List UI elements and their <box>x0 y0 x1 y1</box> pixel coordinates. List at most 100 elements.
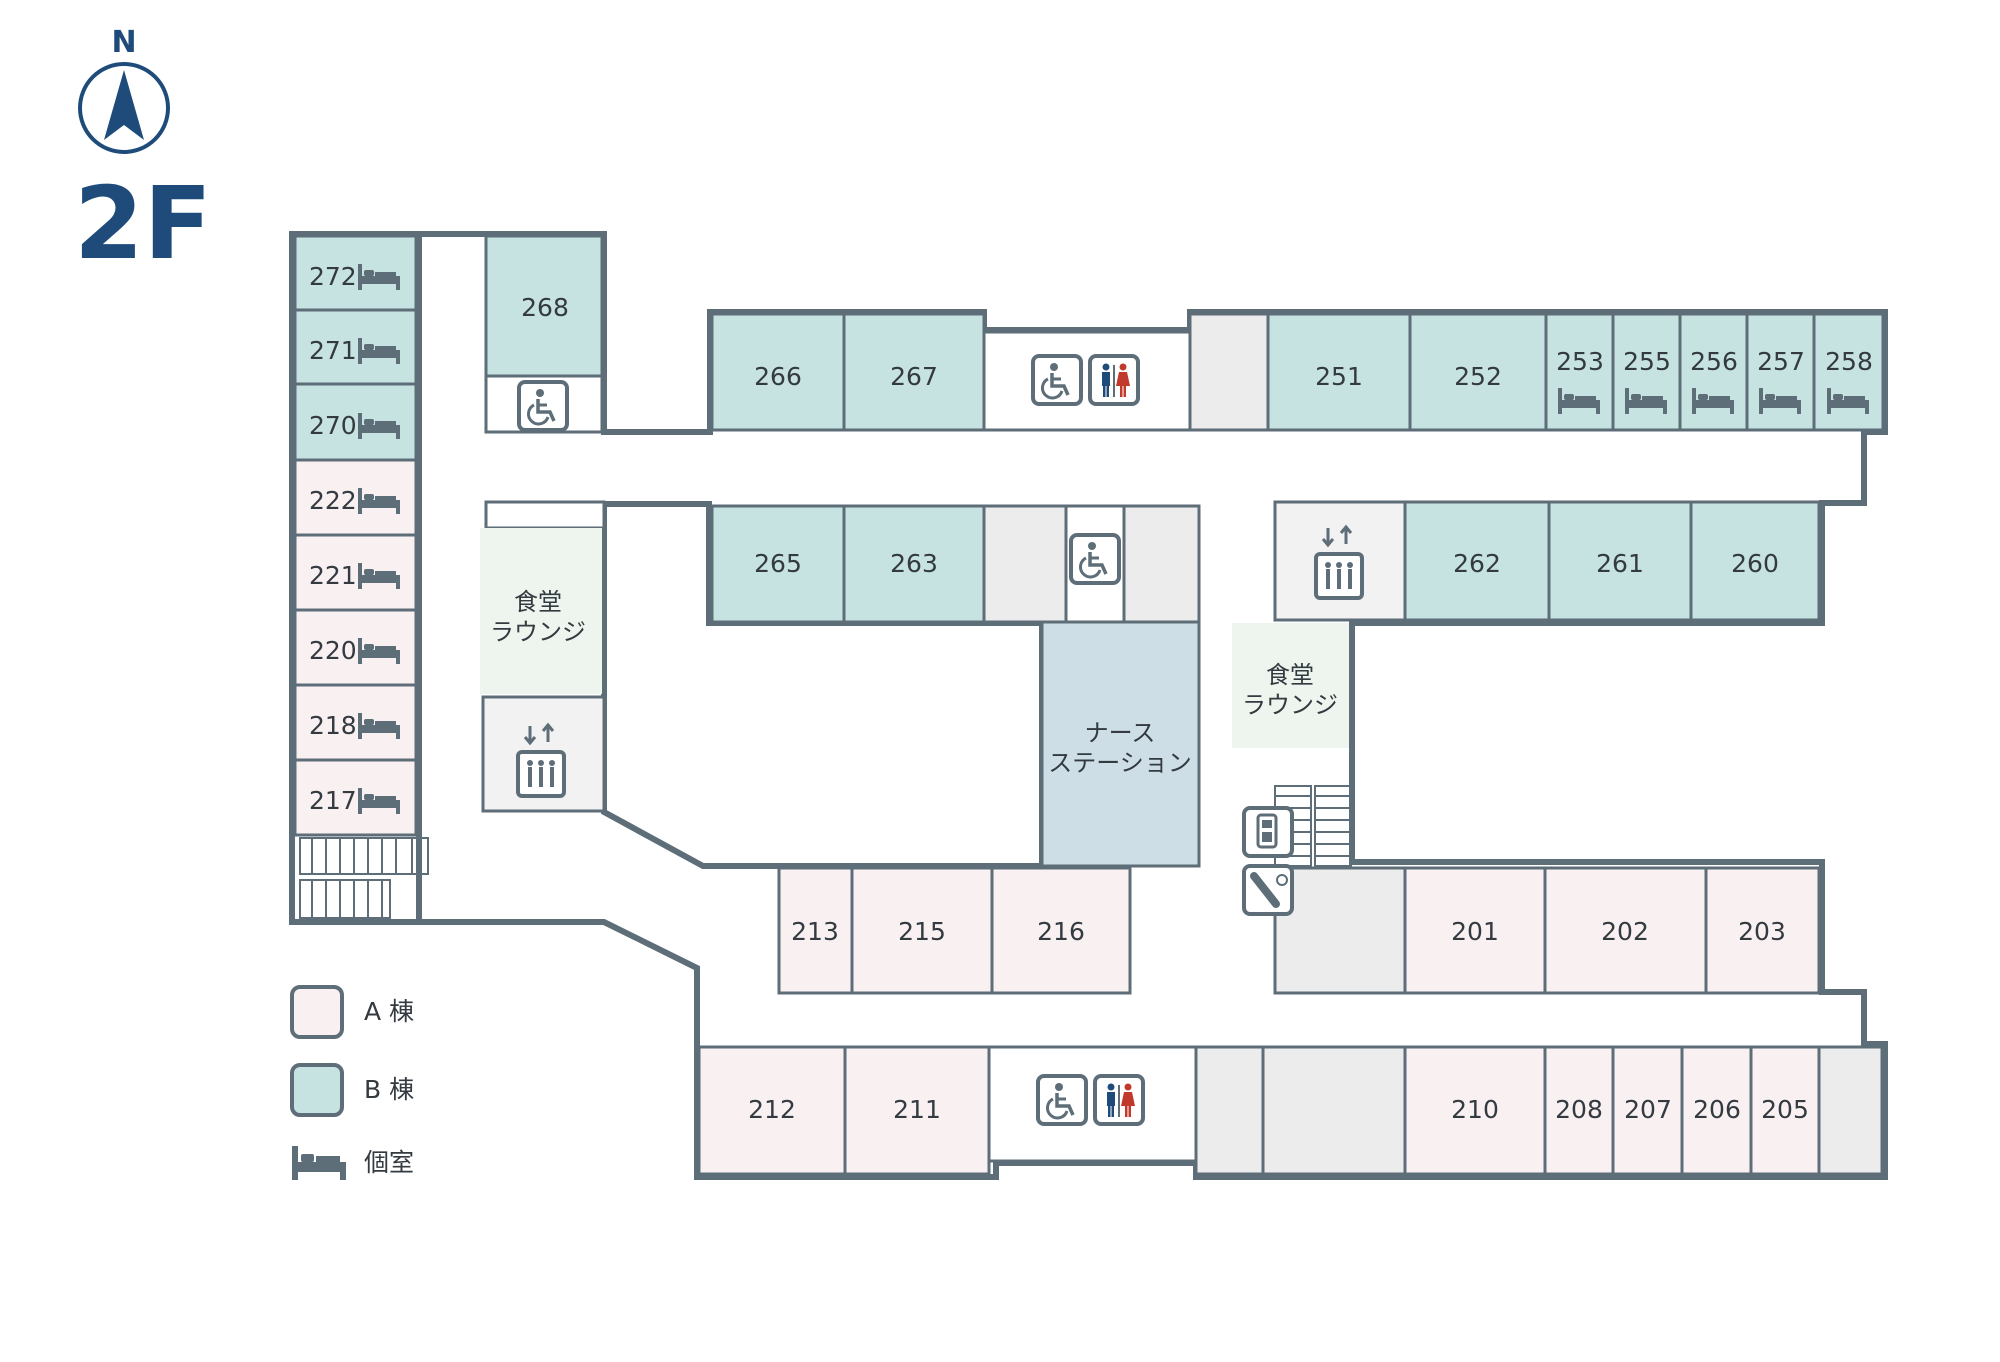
dining-lounge-left[interactable] <box>480 528 602 694</box>
room-256[interactable] <box>1678 312 1749 432</box>
utility-room <box>982 504 1068 624</box>
room-267[interactable] <box>842 312 986 432</box>
south-middle-rooms <box>777 866 1821 995</box>
room-label: 218 <box>309 711 357 740</box>
middle-west-rooms <box>710 504 1201 868</box>
room-label: 206 <box>1693 1095 1741 1124</box>
room-211[interactable] <box>843 1045 991 1176</box>
room-216[interactable] <box>990 866 1132 995</box>
room-label: 203 <box>1738 917 1786 946</box>
room-label: 202 <box>1601 917 1649 946</box>
legend: A 棟 B 棟 個室 <box>290 985 414 1180</box>
room-label: 260 <box>1731 549 1779 578</box>
north-label: N <box>111 25 136 60</box>
room-label: 255 <box>1623 347 1671 376</box>
north-arrow-icon <box>78 62 170 154</box>
room-label: 212 <box>748 1095 796 1124</box>
room-268[interactable] <box>484 234 604 378</box>
utility-room <box>1122 504 1201 624</box>
room-255[interactable] <box>1611 312 1682 432</box>
nurse-station-label: ナース <box>1085 719 1156 747</box>
payphone-icon <box>1242 806 1294 858</box>
room-210[interactable] <box>1403 1045 1547 1176</box>
room-205[interactable] <box>1749 1045 1821 1176</box>
utility-room <box>1273 866 1407 995</box>
room-206[interactable] <box>1680 1045 1753 1176</box>
room-label: 256 <box>1690 347 1738 376</box>
room-262[interactable] <box>1403 500 1551 622</box>
room-213[interactable] <box>777 866 854 995</box>
room-label: 257 <box>1757 347 1805 376</box>
room-label: 271 <box>309 336 357 365</box>
room-266[interactable] <box>710 312 846 432</box>
room-label: 267 <box>890 362 938 391</box>
room-251[interactable] <box>1266 312 1412 432</box>
nurse-station[interactable] <box>1040 620 1201 868</box>
room-label: 266 <box>754 362 802 391</box>
room-label: 253 <box>1556 347 1604 376</box>
room-label: 265 <box>754 549 802 578</box>
room-label: 208 <box>1555 1095 1603 1124</box>
utility-room <box>1261 1045 1407 1176</box>
wheelchair-icon <box>1036 1074 1088 1126</box>
room-265[interactable] <box>710 504 846 624</box>
restroom-bottom[interactable] <box>987 1045 1198 1163</box>
room-253[interactable] <box>1544 312 1615 432</box>
left-wing-rooms <box>293 234 418 837</box>
room-label: 221 <box>309 561 357 590</box>
restroom-icon <box>1088 354 1140 406</box>
room-label: 251 <box>1315 362 1363 391</box>
restroom-top[interactable] <box>982 330 1192 432</box>
wheelchair-icon <box>1069 533 1121 585</box>
room-label: 215 <box>898 917 946 946</box>
utility-room <box>1817 1045 1884 1176</box>
floor-label: 2F <box>74 165 212 282</box>
room-label: 252 <box>1454 362 1502 391</box>
room-label: 263 <box>890 549 938 578</box>
room-label: 261 <box>1596 549 1644 578</box>
wheelchair-icon <box>1031 354 1083 406</box>
top-row-labels: 266 267 251 252 253 255 256 257 258 <box>754 347 1873 414</box>
room-label: 270 <box>309 411 357 440</box>
room-263[interactable] <box>842 504 986 624</box>
room-label: 272 <box>309 262 357 291</box>
room-208[interactable] <box>1543 1045 1615 1176</box>
room-257[interactable] <box>1745 312 1816 432</box>
room-label: 213 <box>791 917 839 946</box>
room-label: 210 <box>1451 1095 1499 1124</box>
left-stairs <box>299 837 429 919</box>
lounge-label: 食堂 <box>1266 661 1314 689</box>
room-label: 217 <box>309 786 357 815</box>
bottom-row-rooms <box>697 1045 1884 1176</box>
room-201[interactable] <box>1403 866 1547 995</box>
lounge-label: ラウンジ <box>1242 691 1338 719</box>
room-label: 216 <box>1037 917 1085 946</box>
room-260[interactable] <box>1689 500 1821 622</box>
room-203[interactable] <box>1704 866 1821 995</box>
nurse-station-label: ステーション <box>1048 749 1192 777</box>
bed-icon <box>292 1146 346 1180</box>
room-207[interactable] <box>1611 1045 1684 1176</box>
room-label: 222 <box>309 486 357 515</box>
restroom-icon <box>1093 1074 1145 1126</box>
room-label: 201 <box>1451 917 1499 946</box>
room-label: 205 <box>1761 1095 1809 1124</box>
room-label: 268 <box>521 293 569 322</box>
room-label: 211 <box>893 1095 941 1124</box>
legend-b-swatch <box>290 1063 344 1117</box>
utility-room <box>1194 1045 1265 1176</box>
room-212[interactable] <box>697 1045 847 1176</box>
wheelchair-icon <box>517 380 569 432</box>
room-252[interactable] <box>1408 312 1548 432</box>
north-indicator: N <box>78 25 170 154</box>
room-258[interactable] <box>1812 312 1885 432</box>
room-271[interactable] <box>293 308 418 386</box>
room-label: 207 <box>1624 1095 1672 1124</box>
legend-private-label: 個室 <box>364 1148 414 1177</box>
left-wing-labels: 272 271 270 222 221 220 218 217 <box>309 262 400 815</box>
dining-lounge-right[interactable] <box>1232 623 1349 748</box>
legend-a-swatch <box>290 985 344 1039</box>
legend-a-label: A 棟 <box>364 997 414 1026</box>
ic-card-phone-icon <box>1242 864 1294 916</box>
